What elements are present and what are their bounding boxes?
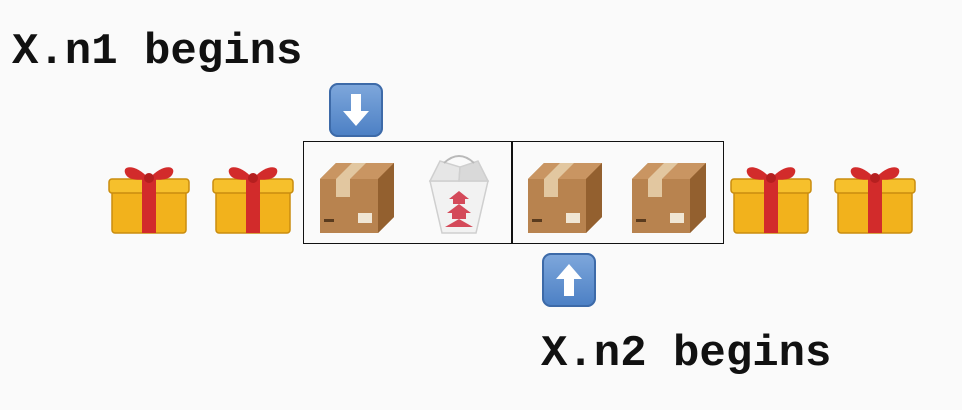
package-box-icon [314,151,400,237]
frame-n1 [303,141,513,244]
frame-n2 [511,141,724,244]
n2-begins-label: X.n2 begins [541,329,832,379]
wrapped-gift-icon [728,153,814,239]
package-box-icon [522,151,608,237]
up-arrow-icon [542,253,596,307]
wrapped-gift-icon [106,153,192,239]
n1-begins-label: X.n1 begins [12,27,303,77]
wrapped-gift-icon [210,153,296,239]
package-box-icon [626,151,712,237]
takeout-box-icon [416,151,502,237]
down-arrow-icon [329,83,383,137]
wrapped-gift-icon [832,153,918,239]
